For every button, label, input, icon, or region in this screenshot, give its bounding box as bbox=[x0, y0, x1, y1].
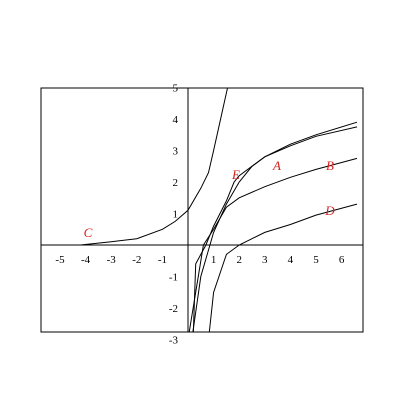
x-tick-label: -1 bbox=[158, 254, 167, 266]
y-tick-label: -2 bbox=[169, 303, 178, 315]
y-tick-label: 2 bbox=[173, 177, 179, 189]
x-tick-label: 6 bbox=[339, 254, 345, 266]
series-label-a: A bbox=[272, 158, 281, 173]
x-tick-label: 1 bbox=[211, 254, 217, 266]
y-tick-label: -1 bbox=[169, 272, 178, 284]
curve-a bbox=[192, 126, 358, 332]
y-tick-label: 1 bbox=[173, 209, 179, 221]
series-label-b: B bbox=[326, 158, 334, 173]
curve-e bbox=[192, 121, 358, 332]
x-tick-label: 3 bbox=[262, 254, 268, 266]
x-tick-label: -4 bbox=[81, 254, 91, 266]
x-tick-label: -5 bbox=[55, 254, 65, 266]
curves bbox=[80, 88, 358, 332]
curve-c bbox=[80, 88, 229, 246]
x-tick-label: -2 bbox=[132, 254, 141, 266]
series-label-c: C bbox=[84, 225, 93, 240]
curve-d bbox=[208, 203, 358, 332]
curve-b bbox=[188, 157, 358, 332]
x-tick-label: -3 bbox=[107, 254, 117, 266]
y-tick-label: -3 bbox=[169, 335, 179, 347]
x-tick-label: 4 bbox=[288, 254, 294, 266]
series-label-e: E bbox=[231, 167, 240, 182]
y-tick-label: 4 bbox=[173, 114, 179, 126]
x-tick-label: 5 bbox=[313, 254, 319, 266]
x-tick-label: 2 bbox=[236, 254, 242, 266]
y-tick-label: 3 bbox=[173, 146, 179, 158]
series-label-d: D bbox=[324, 203, 335, 218]
y-tick-label: 5 bbox=[173, 83, 179, 95]
plot-frame bbox=[40, 87, 364, 333]
